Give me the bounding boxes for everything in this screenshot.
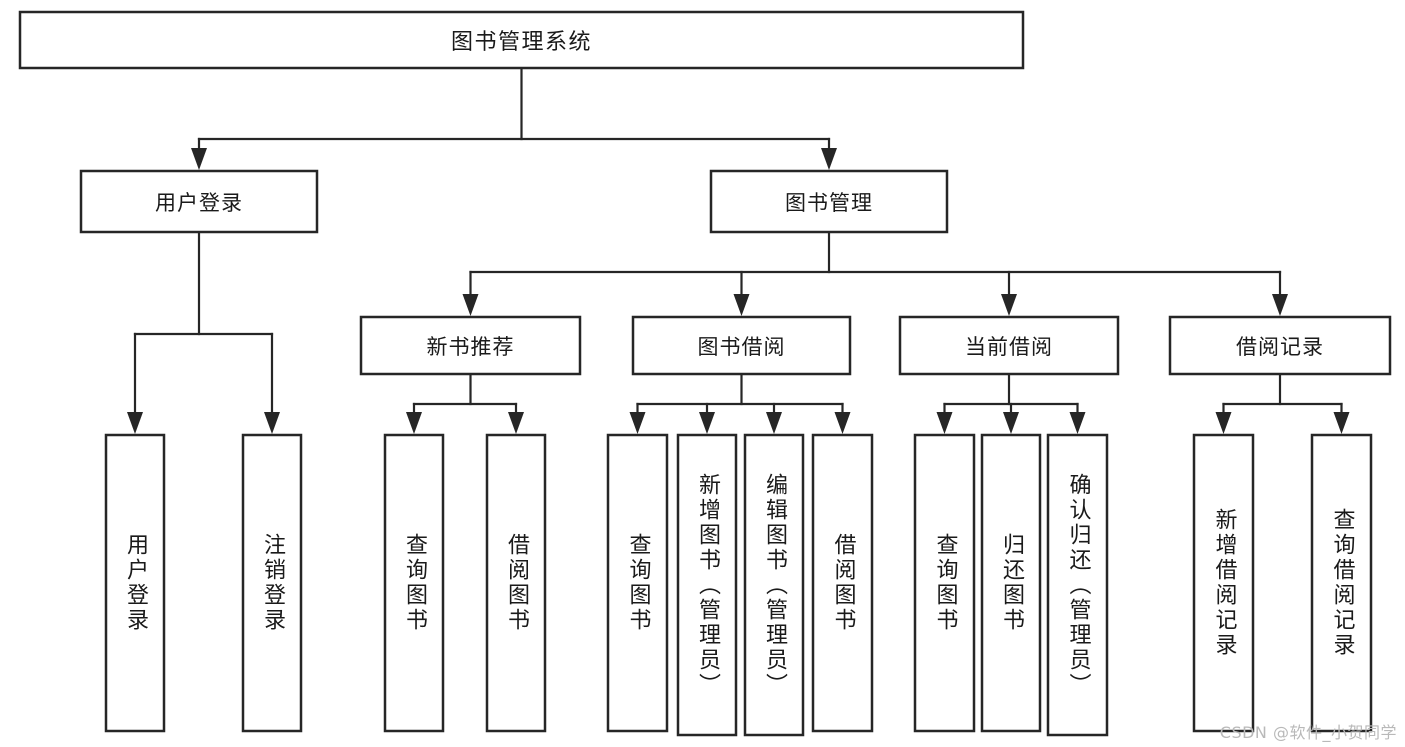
- node-box-root[interactable]: [18, 10, 1025, 70]
- arrow-head-book-borrow: [733, 294, 750, 316]
- node-box-leaf-query-book-current[interactable]: [913, 433, 976, 733]
- arrow-head-leaf-user-login: [127, 412, 143, 434]
- arrow-head-leaf-return-book: [1003, 412, 1019, 434]
- node-box-borrow-record[interactable]: [1168, 315, 1392, 376]
- arrow-head-new-book-recommend: [462, 294, 479, 316]
- arrow-head-leaf-add-borrow-record: [1215, 412, 1232, 434]
- node-box-leaf-add-borrow-record[interactable]: [1192, 433, 1255, 733]
- arrow-head-current-borrow: [1001, 294, 1017, 316]
- arrow-head-leaf-edit-book-admin: [766, 412, 782, 434]
- arrow-head-leaf-borrow-book: [834, 412, 851, 434]
- arrow-head-leaf-query-book-borrow: [629, 412, 646, 434]
- arrow-head-leaf-query-book-recommend: [406, 412, 422, 434]
- node-box-leaf-query-book-recommend[interactable]: [383, 433, 445, 733]
- node-box-user-login[interactable]: [79, 169, 319, 234]
- watermark-text: CSDN @软件_小贺同学: [1219, 723, 1397, 742]
- arrow-head-leaf-logout: [264, 412, 280, 434]
- node-box-leaf-logout[interactable]: [241, 433, 303, 733]
- node-box-leaf-borrow-book[interactable]: [811, 433, 874, 733]
- node-box-leaf-query-borrow-record[interactable]: [1310, 433, 1373, 733]
- node-box-leaf-query-book-borrow[interactable]: [606, 433, 669, 733]
- arrow-head-leaf-query-borrow-record: [1333, 412, 1350, 434]
- node-box-leaf-user-login[interactable]: [104, 433, 166, 733]
- node-box-book-management[interactable]: [709, 169, 949, 234]
- node-box-leaf-confirm-return-admin[interactable]: [1046, 433, 1109, 737]
- node-box-leaf-borrow-book-recommend[interactable]: [485, 433, 547, 733]
- node-box-new-book-recommend[interactable]: [359, 315, 582, 376]
- arrow-head-leaf-add-book-admin: [699, 412, 715, 434]
- arrow-head-user-login: [191, 148, 207, 170]
- node-box-leaf-return-book[interactable]: [980, 433, 1042, 733]
- arrow-head-leaf-confirm-return-admin: [1069, 412, 1086, 434]
- node-box-leaf-edit-book-admin[interactable]: [743, 433, 805, 737]
- arrow-head-borrow-record: [1272, 294, 1288, 316]
- node-box-leaf-add-book-admin[interactable]: [676, 433, 738, 737]
- nodes-layer: [18, 10, 1392, 737]
- arrow-head-book-management: [821, 148, 837, 170]
- edges-layer: [127, 66, 1350, 434]
- node-box-book-borrow[interactable]: [631, 315, 852, 376]
- node-box-current-borrow[interactable]: [898, 315, 1120, 376]
- arrow-head-leaf-query-book-current: [936, 412, 953, 434]
- arrow-head-leaf-borrow-book-recommend: [508, 412, 524, 434]
